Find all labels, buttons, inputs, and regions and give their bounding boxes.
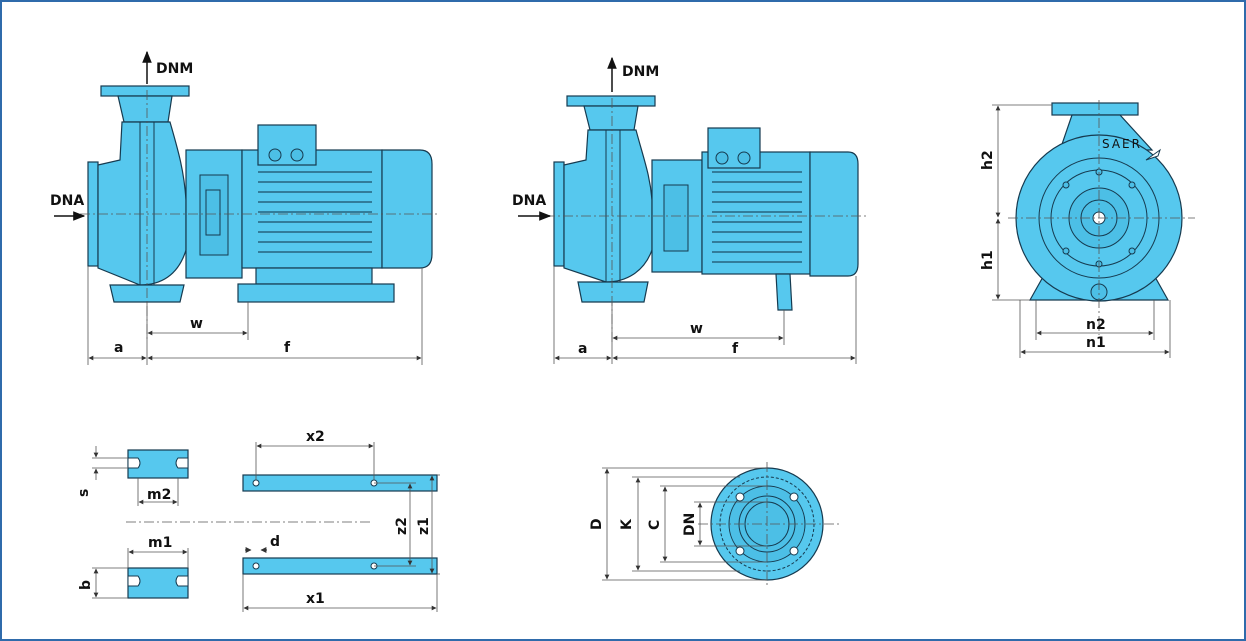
dim-flange-d: D: [589, 518, 605, 530]
label-dna: DNA: [512, 193, 546, 209]
dim-m1: m1: [148, 535, 172, 551]
volute-casing: [97, 121, 187, 286]
discharge-flange: [100, 85, 190, 97]
dim-flange-dn: DN: [682, 513, 698, 536]
flange-detail: D K C DN: [589, 462, 840, 586]
dim-flange-c: C: [647, 520, 663, 530]
terminal-box: [707, 127, 761, 169]
terminal-box: [257, 124, 317, 166]
discharge-flange: [566, 95, 656, 107]
dim-h1: h1: [980, 250, 996, 270]
discharge-neck: [117, 95, 173, 123]
inlet-flange: [553, 161, 565, 267]
dim-f: f: [284, 340, 291, 356]
motor-body: [241, 149, 383, 269]
brand-logo: SAER: [1102, 137, 1142, 151]
label-dna: DNA: [50, 193, 84, 209]
motor-body: [701, 151, 811, 275]
dim-w: w: [690, 321, 703, 337]
dim-n2: n2: [1086, 317, 1106, 333]
cable-gland-icon: [715, 151, 729, 165]
cable-gland-icon: [268, 148, 282, 162]
base-bar-top: [242, 474, 438, 492]
motor-cooling-fins: [258, 171, 372, 253]
dim-s: s: [76, 489, 92, 497]
dim-x1: x1: [306, 591, 325, 607]
dim-d: d: [270, 534, 280, 550]
dim-x2: x2: [306, 429, 325, 445]
dim-f: f: [732, 341, 739, 357]
dim-b: b: [78, 580, 94, 590]
pump-foot: [577, 281, 649, 303]
rotation-arrow-icon: [1145, 148, 1161, 161]
dim-n1: n1: [1086, 335, 1106, 351]
cable-gland-icon: [290, 148, 304, 162]
volute-casing: [563, 129, 653, 283]
label-dnm: DNM: [156, 61, 193, 77]
dim-m2: m2: [147, 487, 171, 503]
motor-base-plate: [237, 283, 395, 303]
dim-h2: h2: [980, 150, 996, 170]
discharge-flange: [1051, 102, 1139, 116]
pump-side-view-1: DNM DNA w a f: [50, 50, 440, 365]
foot-details: s m2 b m1 x2 d x1: [76, 429, 440, 612]
dim-z1: z1: [416, 517, 432, 535]
dim-a: a: [578, 341, 587, 357]
pump-front-view: SAER h2 h1 n2 n1: [980, 100, 1195, 358]
base-bar-bottom: [242, 557, 438, 575]
pump-side-view-2: DNM DNA w a f: [512, 56, 868, 364]
fan-cover: [809, 151, 859, 277]
label-dnm: DNM: [622, 64, 659, 80]
dim-flange-k: K: [619, 518, 635, 530]
motor-cooling-fins: [712, 171, 802, 263]
fan-cover: [381, 149, 433, 269]
cable-gland-icon: [737, 151, 751, 165]
dim-a: a: [114, 340, 123, 356]
dim-w: w: [190, 316, 203, 332]
motor-support-foot: [775, 273, 793, 311]
dim-z2: z2: [394, 517, 410, 535]
